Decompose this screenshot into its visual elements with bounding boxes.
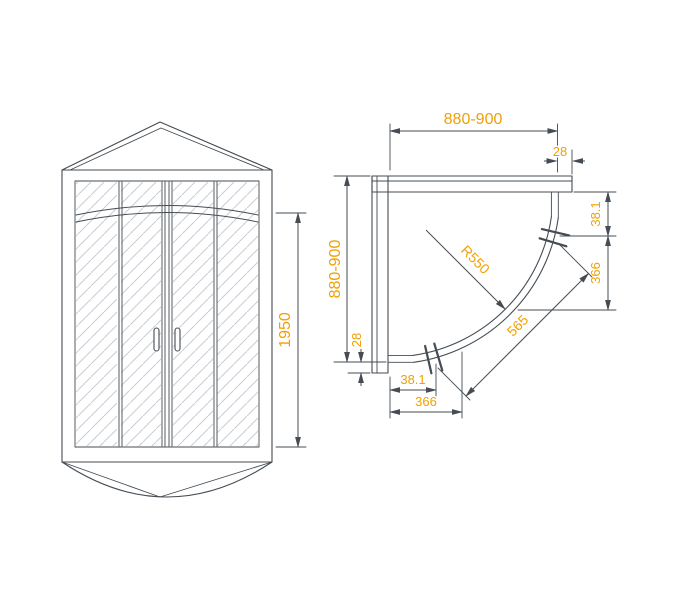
- glass-panel-4: [217, 182, 258, 446]
- front-view: 1950: [61, 121, 307, 498]
- top-wall: [371, 175, 573, 193]
- right-offset-label: 38.1: [588, 201, 603, 226]
- door-handles: [424, 228, 571, 375]
- radius-label: R550: [458, 242, 493, 277]
- top-perspective-outer-edge: [61, 121, 273, 171]
- dimension-left-side: 880-900 28: [326, 175, 387, 386]
- glass-end-connectors: [387, 191, 559, 363]
- door-handle-upper: [538, 228, 571, 248]
- left-wall: [371, 175, 389, 374]
- dimension-width-top: 880-900: [389, 110, 559, 173]
- dimension-radius: R550: [425, 229, 506, 310]
- wall-offset-left-label: 28: [349, 333, 364, 347]
- dimension-bottom: 38.1 366: [389, 351, 463, 419]
- right-opening-label: 366: [588, 262, 603, 284]
- door-handle-right: [174, 327, 181, 352]
- dimension-entry-width: 565: [437, 244, 593, 401]
- top-perspective-inner-edge: [69, 127, 265, 171]
- radius-leader-line: [425, 229, 506, 310]
- bottom-opening-label: 366: [415, 394, 437, 409]
- tray-front-curve: [61, 461, 273, 498]
- height-extension-lines: [275, 212, 307, 448]
- height-label: 1950: [277, 312, 294, 348]
- dimension-wall-offset-top: 28: [544, 143, 585, 175]
- dimension-height: 1950: [275, 212, 307, 448]
- width-top-label: 880-900: [444, 111, 503, 128]
- mullions: [118, 181, 218, 447]
- glass-panel-2: [121, 182, 161, 446]
- frame-outer: [61, 169, 273, 463]
- door-handle-lower: [424, 342, 444, 375]
- glass-panel-3: [173, 182, 213, 446]
- wall-offset-top-label: 28: [553, 144, 567, 159]
- glass-panel-1: [76, 182, 117, 446]
- door-handle-left: [153, 327, 160, 352]
- entry-extension-lines: [437, 244, 593, 401]
- door-top-rail-curves: [75, 205, 259, 223]
- dimension-right-side: 38.1 366: [517, 191, 617, 311]
- bottom-offset-label: 38.1: [400, 372, 425, 387]
- plan-view: 880-900 28 38.1 366 880-900: [326, 110, 617, 419]
- depth-left-label: 880-900: [327, 240, 344, 299]
- frame-inner: [74, 180, 260, 448]
